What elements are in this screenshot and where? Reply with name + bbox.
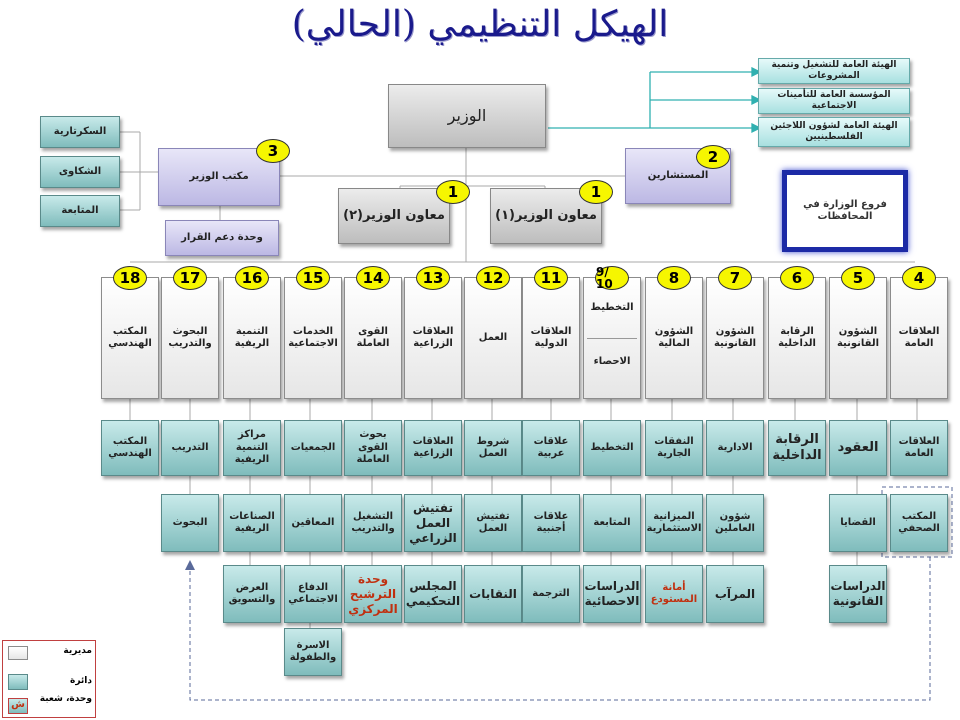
external-body-refugees: الهيئة العامة لشؤون اللاجئين الفلسطينيين bbox=[758, 117, 910, 147]
directorate-number-badge: 11 bbox=[534, 266, 568, 290]
external-body-insurance: المؤسسة العامة للتأمينات الاجتماعية bbox=[758, 88, 910, 114]
directorate-box: القوى العاملة bbox=[344, 277, 402, 399]
directorate-name: التخطيط bbox=[590, 301, 634, 313]
directorate-box: العمل bbox=[464, 277, 522, 399]
department-box: مراكز التنمية الريفية bbox=[223, 420, 281, 476]
department-box: الدفاع الاجتماعي bbox=[284, 565, 342, 623]
department-box: الصناعات الريفية bbox=[223, 494, 281, 552]
department-box: الميزانية الاستثمارية bbox=[645, 494, 703, 552]
followup-box: المتابعة bbox=[40, 195, 120, 227]
directorate-number-badge: 5 bbox=[841, 266, 875, 290]
directorate-number-badge: 13 bbox=[416, 266, 450, 290]
department-box: تفتيش العمل الزراعي bbox=[404, 494, 462, 552]
department-box: المكتب الصحفي bbox=[890, 494, 948, 552]
department-box: علاقات عربية bbox=[522, 420, 580, 476]
badge-office: 3 bbox=[256, 139, 290, 163]
department-box: العلاقات الزراعية bbox=[404, 420, 462, 476]
department-box: علاقات أجنبية bbox=[522, 494, 580, 552]
directorate-name-2: الاحصاء bbox=[593, 355, 631, 367]
department-box: البحوث bbox=[161, 494, 219, 552]
directorate-box: الرقابة الداخلية bbox=[768, 277, 826, 399]
badge-advisors: 2 bbox=[696, 145, 730, 169]
department-box: العلاقات العامة bbox=[890, 420, 948, 476]
department-box: بحوث القوى العاملة bbox=[344, 420, 402, 476]
directorate-number-badge: 4 bbox=[902, 266, 936, 290]
department-box: التخطيط bbox=[583, 420, 641, 476]
directorate-number-badge: 15 bbox=[296, 266, 330, 290]
department-box: المرآب bbox=[706, 565, 764, 623]
directorate-number-badge: 18 bbox=[113, 266, 147, 290]
deputy2-box: معاون الوزير(٢) bbox=[338, 188, 450, 244]
department-box: الاسرة والطفولة bbox=[284, 628, 342, 676]
department-box: الترجمة bbox=[522, 565, 580, 623]
minister-box: الوزير bbox=[388, 84, 546, 148]
legend-unit-label: وحدة، شعبة bbox=[39, 694, 92, 704]
directorate-number-badge: 7 bbox=[718, 266, 752, 290]
department-box: الرقابة الداخلية bbox=[768, 420, 826, 476]
department-box: المتابعة bbox=[583, 494, 641, 552]
legend-directorate-swatch bbox=[8, 646, 28, 660]
department-box: النفقات الجارية bbox=[645, 420, 703, 476]
department-box: العقود bbox=[829, 420, 887, 476]
department-box: وحدة الترشيح المركزي bbox=[344, 565, 402, 623]
directorate-box: العلاقات الزراعية bbox=[404, 277, 462, 399]
directorate-box: التنمية الريفية bbox=[223, 277, 281, 399]
page-title: الهيكل التنظيمي (الحالي) bbox=[291, 4, 669, 45]
directorate-number-badge: 16 bbox=[235, 266, 269, 290]
directorate-box: الشؤون المالية bbox=[645, 277, 703, 399]
department-box: الجمعيات bbox=[284, 420, 342, 476]
directorate-box: البحوث والتدريب bbox=[161, 277, 219, 399]
department-box: الدراسات القانونية bbox=[829, 565, 887, 623]
department-box: تفتيش العمل bbox=[464, 494, 522, 552]
legend-department-swatch bbox=[8, 674, 28, 690]
directorate-box: الشؤون القانونية bbox=[706, 277, 764, 399]
directorate-number-badge: 9/ 10 bbox=[595, 266, 629, 290]
directorate-number-badge: 6 bbox=[780, 266, 814, 290]
department-box: النقابات bbox=[464, 565, 522, 623]
directorate-number-badge: 8 bbox=[657, 266, 691, 290]
department-box: القضايا bbox=[829, 494, 887, 552]
department-box: العرض والتسويق bbox=[223, 565, 281, 623]
legend-unit-mark: ش bbox=[8, 698, 28, 714]
legend bbox=[2, 640, 96, 718]
legend-directorate-label: مديرية bbox=[63, 646, 92, 656]
governorate-branches: فروع الوزارة في المحافظات bbox=[782, 170, 908, 252]
department-box: المعاقين bbox=[284, 494, 342, 552]
decision-support-unit: وحدة دعم القرار bbox=[165, 220, 279, 256]
directorate-box: الخدمات الاجتماعية bbox=[284, 277, 342, 399]
directorate-box: الشؤون القانونية bbox=[829, 277, 887, 399]
directorate-number-badge: 12 bbox=[476, 266, 510, 290]
badge-deputy1: 1 bbox=[579, 180, 613, 204]
legend-department-label: دائرة bbox=[70, 676, 92, 686]
directorate-box: العلاقات الدولية bbox=[522, 277, 580, 399]
external-body-employment: الهيئة العامة للتشغيل وتنمية المشروعات bbox=[758, 58, 910, 84]
department-box: أمانة المستودع bbox=[645, 565, 703, 623]
department-box: التدريب bbox=[161, 420, 219, 476]
directorate-number-badge: 14 bbox=[356, 266, 390, 290]
department-box: الادارية bbox=[706, 420, 764, 476]
department-box: شروط العمل bbox=[464, 420, 522, 476]
directorate-divider bbox=[587, 338, 637, 339]
directorate-number-badge: 17 bbox=[173, 266, 207, 290]
department-box: شؤون العاملين bbox=[706, 494, 764, 552]
department-box: الدراسات الاحصائية bbox=[583, 565, 641, 623]
department-box: التشغيل والتدريب bbox=[344, 494, 402, 552]
badge-deputy2: 1 bbox=[436, 180, 470, 204]
directorate-box: العلاقات العامة bbox=[890, 277, 948, 399]
department-box: المجلس التحكيمي bbox=[404, 565, 462, 623]
secretariat-box: السكرتارية bbox=[40, 116, 120, 148]
department-box: المكتب الهندسي bbox=[101, 420, 159, 476]
complaints-box: الشكاوى bbox=[40, 156, 120, 188]
directorate-box: المكتب الهندسي bbox=[101, 277, 159, 399]
